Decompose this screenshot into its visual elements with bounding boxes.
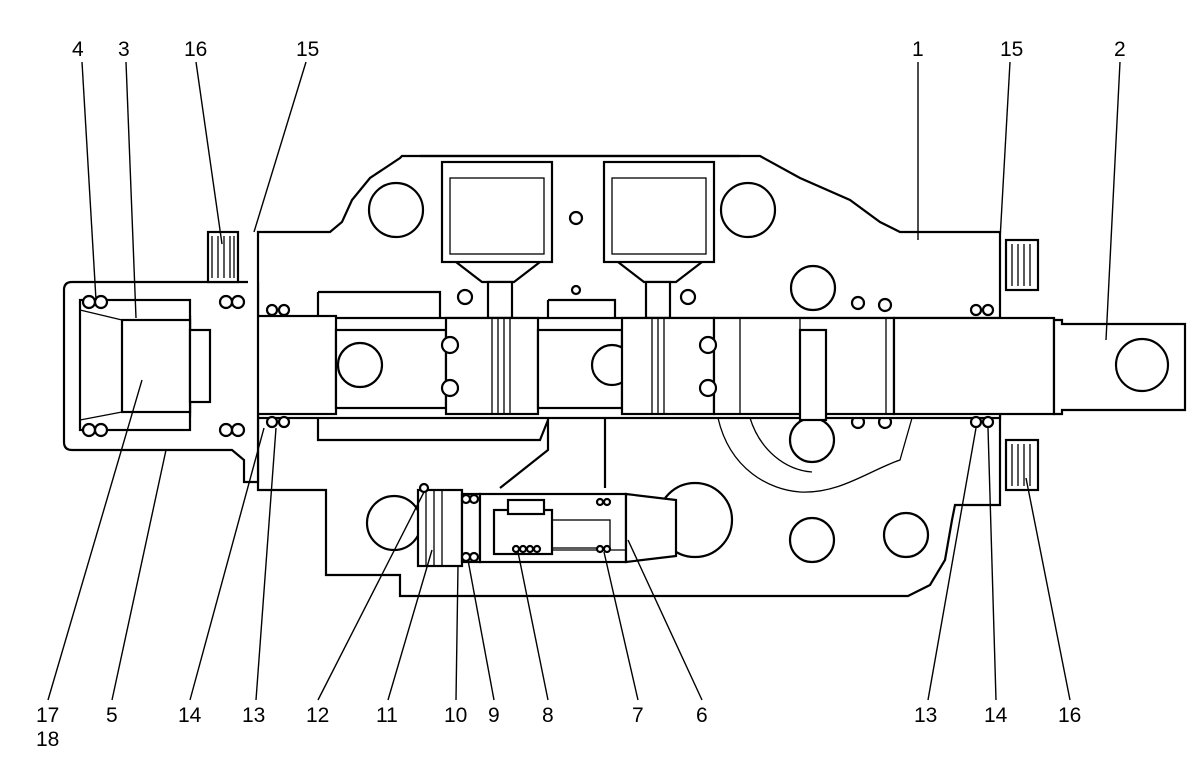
callout-5: 5 (106, 704, 118, 727)
callout-8: 8 (542, 704, 554, 727)
callout-11: 11 (376, 704, 398, 727)
callout-14-right: 14 (984, 704, 1008, 727)
callout-15-left: 15 (296, 38, 319, 61)
spool (188, 314, 1187, 422)
callout-16-bottom: 16 (1058, 704, 1081, 727)
callout-9: 9 (488, 704, 500, 727)
callout-17: 17 (36, 704, 59, 727)
bolt-right-bottom (1004, 438, 1040, 492)
callout-6: 6 (696, 704, 708, 727)
port-left (440, 160, 554, 320)
callout-1: 1 (912, 38, 924, 61)
callout-10: 10 (444, 704, 467, 727)
callout-16-top: 16 (184, 38, 207, 61)
bolt-left (206, 230, 240, 284)
callout-7: 7 (632, 704, 644, 727)
callout-4: 4 (72, 38, 84, 61)
callout-13-right: 13 (914, 704, 937, 727)
callout-13-left: 13 (242, 704, 265, 727)
spring-cap (62, 280, 260, 484)
callout-15-right: 15 (1000, 38, 1023, 61)
callout-14-left: 14 (178, 704, 202, 727)
port-right (602, 160, 716, 320)
callout-18: 18 (36, 728, 59, 751)
callout-12: 12 (306, 704, 329, 727)
callout-2: 2 (1114, 38, 1126, 61)
callout-3: 3 (118, 38, 130, 61)
bolt-right-top (1004, 238, 1040, 292)
check-valve-assembly (416, 482, 678, 568)
